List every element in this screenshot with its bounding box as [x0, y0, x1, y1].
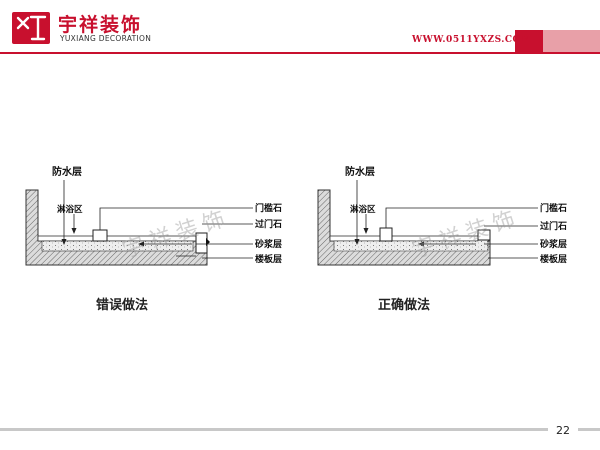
footer-divider	[0, 428, 600, 431]
label-threshold-stone: 门槛石	[255, 202, 282, 214]
label-slab: 楼板层	[540, 253, 567, 265]
door-stone	[477, 229, 491, 241]
header-accent-light	[543, 30, 600, 54]
brand-subtitle: YUXIANG DECORATION	[60, 34, 152, 43]
label-mortar: 砂浆层	[255, 238, 282, 250]
threshold-stone	[379, 227, 393, 242]
caption-wrong-method: 错误做法	[96, 298, 149, 313]
brand-logo-icon	[12, 12, 50, 44]
header-accent-dark	[515, 30, 543, 54]
diagram-wrong: 防水层 淋浴区 门槛石 过门石 砂浆层 楼板层 宇祥装饰	[25, 165, 282, 266]
label-mortar: 砂浆层	[540, 238, 567, 250]
label-bath-area: 淋浴区	[57, 204, 83, 215]
label-bath-area: 淋浴区	[350, 204, 376, 215]
header: 宇祥装饰 YUXIANG DECORATION WWW.0511YXZS.COM	[0, 0, 600, 60]
caption-correct-method: 正确做法	[378, 298, 431, 313]
label-door-stone: 过门石	[255, 218, 282, 230]
label-threshold-stone: 门槛石	[540, 202, 567, 214]
header-divider	[0, 52, 600, 54]
label-waterproof: 防水层	[345, 165, 375, 178]
website-link[interactable]: WWW.0511YXZS.COM	[412, 35, 532, 45]
label-slab: 楼板层	[255, 253, 282, 265]
leader-threshold	[99, 207, 253, 230]
mortar-layer	[41, 240, 194, 252]
label-waterproof: 防水层	[52, 165, 82, 178]
page-number: 22	[548, 422, 578, 440]
leader-threshold	[385, 207, 538, 228]
brand-name: 宇祥装饰	[58, 14, 143, 36]
label-door-stone: 过门石	[540, 220, 567, 232]
diagram-correct: 防水层 淋浴区 门槛石 过门石 砂浆层 楼板层 宇祥装饰	[317, 165, 567, 266]
threshold-stone	[92, 229, 108, 242]
